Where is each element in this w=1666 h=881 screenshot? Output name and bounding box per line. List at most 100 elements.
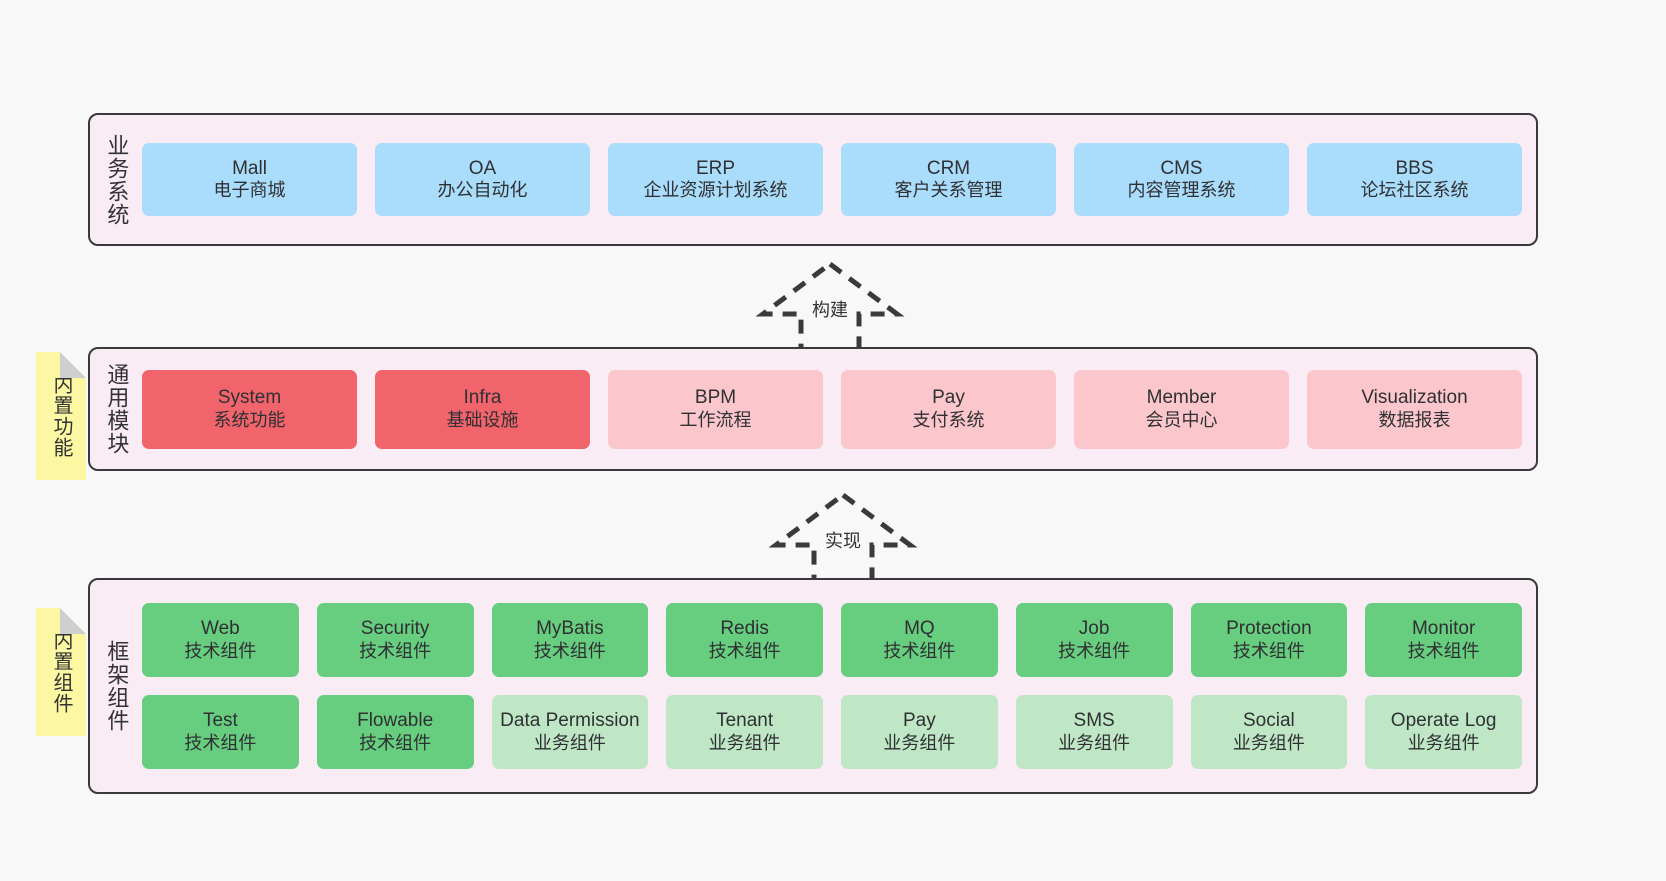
cell-title: Pay — [932, 387, 965, 409]
cell-subtitle: 技术组件 — [708, 640, 781, 661]
cell-subtitle: 技术组件 — [883, 640, 956, 661]
cell-title: Flowable — [357, 710, 434, 732]
cell-title: System — [217, 387, 282, 409]
cell-subtitle: 业务组件 — [1058, 732, 1131, 753]
cell-subtitle: 技术组件 — [1058, 640, 1131, 661]
cell-subtitle: 电子商城 — [213, 180, 286, 201]
cell-subtitle: 系统功能 — [213, 409, 286, 430]
cell-title: Data Permission — [500, 710, 640, 732]
cell-title: Mall — [232, 157, 267, 179]
cell-subtitle: 支付系统 — [912, 409, 985, 430]
cell-title: ERP — [695, 157, 736, 179]
cell-title: SMS — [1073, 710, 1115, 732]
cell-subtitle: 技术组件 — [359, 732, 432, 753]
cell-title: Pay — [903, 710, 936, 732]
connector-arrow-build: 构建 — [755, 258, 905, 358]
note-fold-corner-icon — [60, 352, 86, 378]
cell-title: Infra — [463, 387, 502, 409]
cell-title: Social — [1243, 710, 1295, 732]
note-builtin-feature-label: 内置功能 — [50, 374, 72, 458]
note-builtin-feature: 内置功能 — [36, 352, 86, 480]
cell-title: OA — [468, 157, 497, 179]
cell-title: Protection — [1226, 618, 1312, 640]
cell-subtitle: 业务组件 — [708, 732, 781, 753]
layer-title-common: 通用模块 — [104, 363, 130, 455]
cell-subtitle: 业务组件 — [533, 732, 606, 753]
cell-title: Operate Log — [1390, 710, 1497, 732]
note-builtin-component: 内置组件 — [36, 608, 86, 736]
cell-subtitle: 技术组件 — [1407, 640, 1480, 661]
cell-title: Test — [202, 710, 238, 732]
cell-subtitle: 技术组件 — [359, 640, 432, 661]
cell-title: BBS — [1395, 157, 1434, 179]
cell-subtitle: 技术组件 — [184, 732, 257, 753]
connector-arrow-implement: 实现 — [768, 489, 918, 589]
cell-subtitle: 技术组件 — [1232, 640, 1305, 661]
cell-title: Tenant — [716, 710, 774, 732]
cell-title: Web — [201, 618, 240, 640]
cell-subtitle: 基础设施 — [446, 409, 519, 430]
layer-title-framework: 框架组件 — [104, 640, 130, 732]
cell-subtitle: 工作流程 — [679, 409, 752, 430]
note-builtin-component-label: 内置组件 — [50, 630, 72, 714]
cell-title: CRM — [926, 157, 971, 179]
cell-subtitle: 技术组件 — [184, 640, 257, 661]
cell-title: MyBatis — [536, 618, 604, 640]
cell-subtitle: 会员中心 — [1145, 409, 1218, 430]
cell-title: Visualization — [1361, 387, 1468, 409]
cell-subtitle: 业务组件 — [1232, 732, 1305, 753]
cell-title: BPM — [694, 387, 737, 409]
cell-title: CMS — [1160, 157, 1203, 179]
connector-label-implement: 实现 — [825, 531, 861, 551]
cell-subtitle: 办公自动化 — [437, 180, 528, 201]
cell-subtitle: 业务组件 — [883, 732, 956, 753]
layer-title-business: 业务系统 — [104, 133, 130, 226]
connector-label-build: 构建 — [812, 300, 848, 320]
cell-subtitle: 企业资源计划系统 — [643, 180, 788, 201]
cell-title: Redis — [720, 618, 769, 640]
note-fold-corner-icon — [60, 608, 86, 634]
cell-subtitle: 客户关系管理 — [894, 180, 1003, 201]
cell-title: Job — [1078, 618, 1110, 640]
cell-subtitle: 数据报表 — [1378, 409, 1451, 430]
cell-title: MQ — [904, 618, 935, 640]
cell-subtitle: 论坛社区系统 — [1360, 180, 1469, 201]
